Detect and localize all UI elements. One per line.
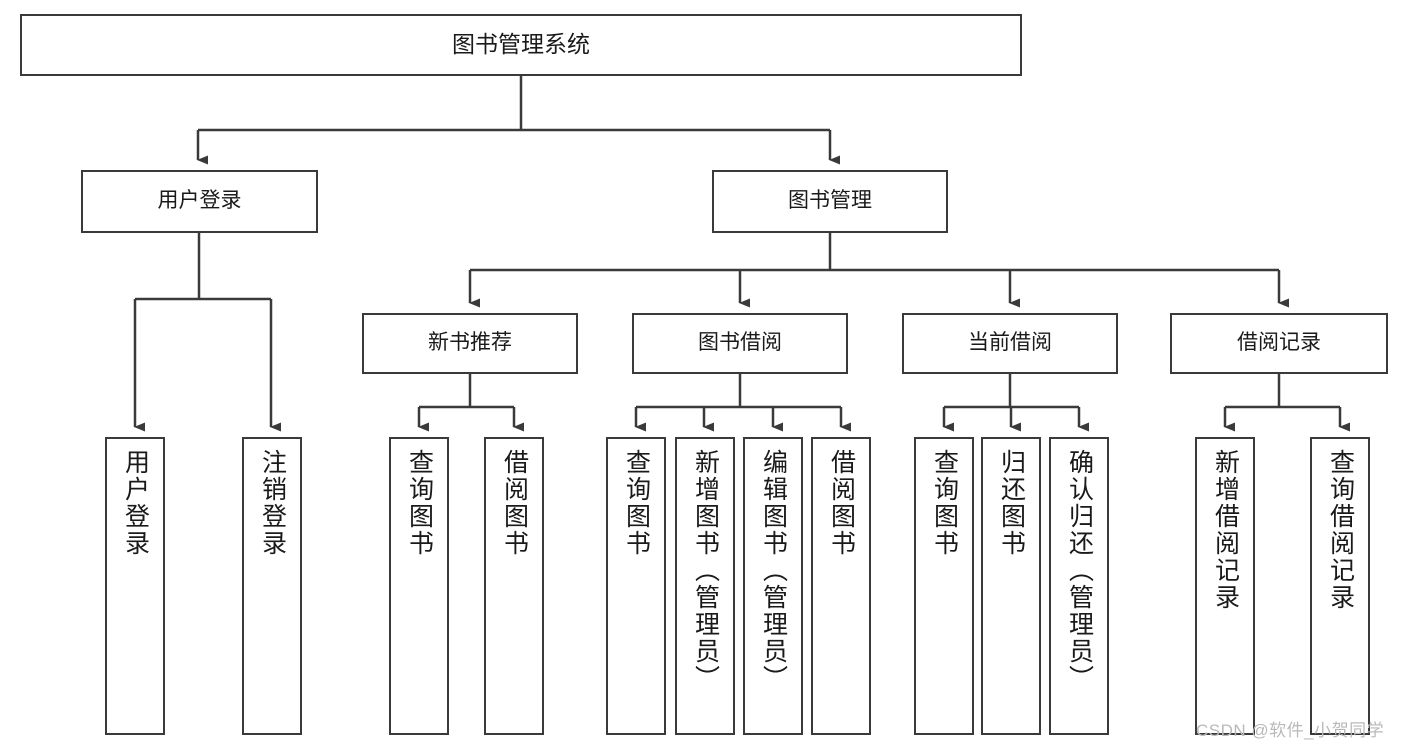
leaf-user-login-logout[interactable]: 注销登录 [242,437,302,735]
leaf-borrow-record-add[interactable]: 新增借阅记录 [1195,437,1255,735]
leaf-user-login-login-label: 用户登录 [121,449,150,557]
leaf-book-borrow-edit[interactable]: 编辑图书（管理员） [743,437,803,735]
node-book-management[interactable]: 图书管理 [712,170,948,233]
leaf-borrow-record-add-label: 新增借阅记录 [1211,449,1240,611]
node-new-book-recommend[interactable]: 新书推荐 [362,313,578,374]
node-new-book-recommend-label: 新书推荐 [428,331,512,355]
node-book-management-label: 图书管理 [788,189,872,213]
node-current-borrow[interactable]: 当前借阅 [902,313,1118,374]
leaf-new-book-borrow[interactable]: 借阅图书 [484,437,544,735]
leaf-book-borrow-query[interactable]: 查询图书 [606,437,666,735]
leaf-book-borrow-edit-label: 编辑图书（管理员） [759,449,788,692]
leaf-current-borrow-return-label: 归还图书 [997,449,1026,557]
leaf-current-borrow-query-label: 查询图书 [930,449,959,557]
leaf-user-login-login[interactable]: 用户登录 [105,437,165,735]
node-user-login[interactable]: 用户登录 [81,170,318,233]
leaf-book-borrow-add-label: 新增图书（管理员） [691,449,720,692]
leaf-current-borrow-confirm-return[interactable]: 确认归还（管理员） [1049,437,1109,735]
leaf-current-borrow-return[interactable]: 归还图书 [981,437,1041,735]
leaf-new-book-query[interactable]: 查询图书 [389,437,449,735]
leaf-book-borrow-add[interactable]: 新增图书（管理员） [675,437,735,735]
node-user-login-label: 用户登录 [157,189,242,213]
leaf-new-book-query-label: 查询图书 [405,449,434,557]
node-borrow-record[interactable]: 借阅记录 [1170,313,1388,374]
node-book-borrow-label: 图书借阅 [698,331,782,355]
leaf-new-book-borrow-label: 借阅图书 [500,449,529,557]
node-root-label: 图书管理系统 [452,31,590,58]
leaf-book-borrow-query-label: 查询图书 [622,449,651,557]
node-root-book-management-system[interactable]: 图书管理系统 [20,14,1022,76]
node-borrow-record-label: 借阅记录 [1237,331,1321,355]
leaf-book-borrow-borrow[interactable]: 借阅图书 [811,437,871,735]
leaf-current-borrow-query[interactable]: 查询图书 [914,437,974,735]
leaf-current-borrow-confirm-return-label: 确认归还（管理员） [1065,449,1094,692]
leaf-book-borrow-borrow-label: 借阅图书 [827,449,856,557]
leaf-borrow-record-query[interactable]: 查询借阅记录 [1310,437,1370,735]
leaf-user-login-logout-label: 注销登录 [258,449,287,557]
node-current-borrow-label: 当前借阅 [968,331,1052,355]
node-book-borrow[interactable]: 图书借阅 [632,313,848,374]
leaf-borrow-record-query-label: 查询借阅记录 [1326,449,1355,611]
